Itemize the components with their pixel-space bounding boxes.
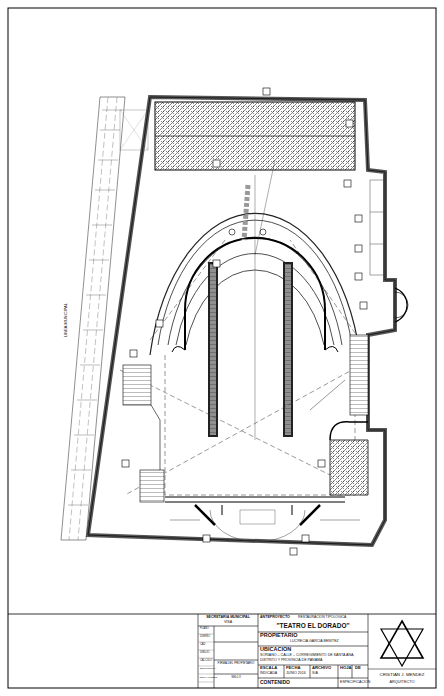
field-heading: DE: [355, 666, 361, 670]
sheet-field: CAD: [200, 644, 205, 647]
field-heading: PROPIETARIO: [260, 633, 298, 639]
sheet-field: DISEÑO: [200, 636, 210, 639]
address-line: SORIANO – CALLE – CORREGIMIENTO DE SANTA…: [260, 654, 354, 658]
field-heading: UBICACION: [260, 647, 291, 653]
owner-name: LUCRECIA GARCIA BENITEZ: [290, 640, 339, 644]
field-heading: HOJA: [340, 666, 352, 670]
field-value: JUNIO 2016: [286, 672, 306, 676]
signature-label: FIRMA DEL PROPIETARIO: [218, 662, 255, 665]
project-title: "TEATRO EL DORADO": [276, 623, 349, 630]
approval-heading: SECRETARIA MUNICIPAL: [206, 616, 250, 620]
sheet-field: INSTALACIONES: [200, 676, 217, 678]
stamp-label: SELLO: [231, 676, 241, 679]
architect-title: ARQUITECTO: [390, 680, 415, 684]
sheet-field: DIBUJO: [200, 652, 210, 655]
field-heading: FECHA: [286, 666, 300, 670]
field-heading: CONTENIDO: [260, 680, 290, 685]
field-heading: ESCALA: [260, 666, 277, 670]
field-value: INDICADA: [260, 672, 277, 676]
sheet-field: PLANO: [200, 628, 209, 631]
field-value: S/A: [312, 672, 318, 676]
field-heading: ESPECIFICACION: [340, 681, 370, 685]
approval-label: VISA: [224, 621, 232, 625]
sheet-field: CALCULO: [200, 660, 212, 663]
project-subtitle: RESTAURACION TIPOLOGICA: [298, 616, 346, 620]
architect-name: CRISTIAN J. MENDEZ: [380, 673, 425, 678]
field-heading: ARCHIVO: [312, 666, 331, 670]
address-line: DISTRITO Y PROVINCIA DE PANAMA: [260, 659, 322, 663]
project-type: ANTEPROYECTO: [260, 616, 290, 620]
sheet-field: ESTRUCTURA: [200, 668, 216, 671]
street-line-note: LINEA MUNICIPAL: [64, 303, 68, 337]
